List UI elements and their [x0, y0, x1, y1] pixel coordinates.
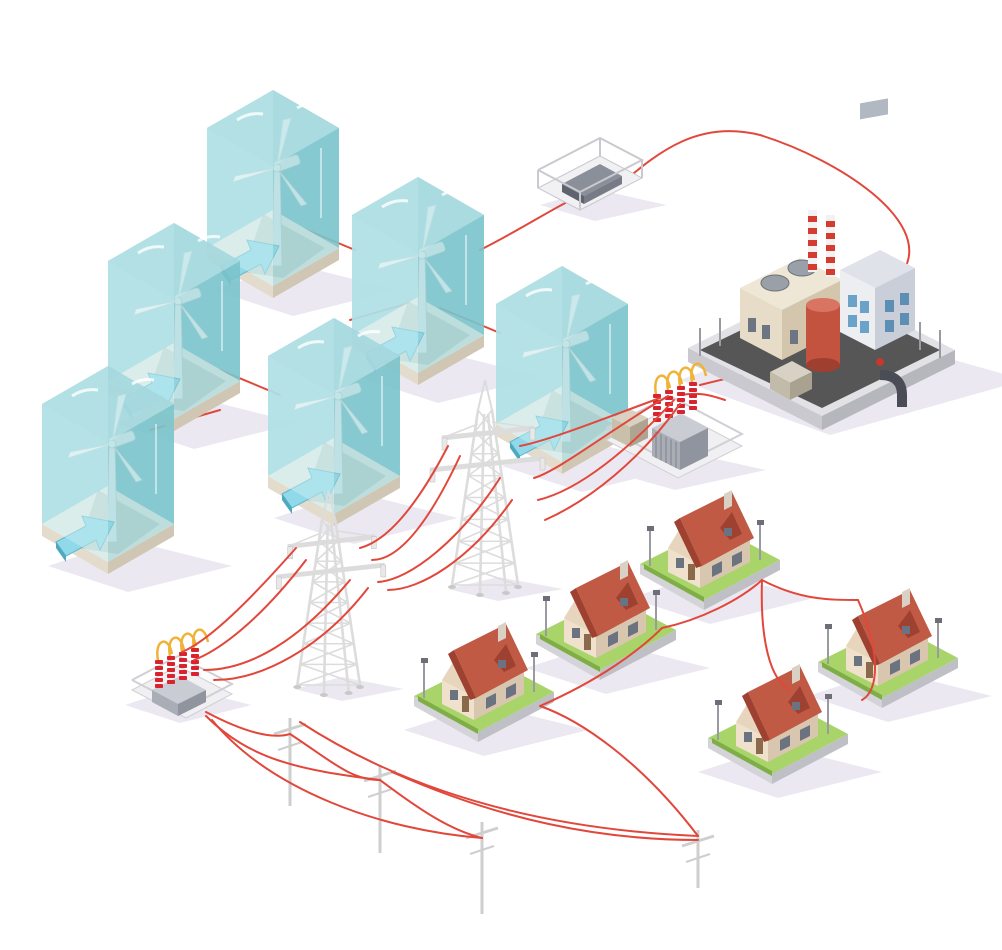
- power-cable: [205, 715, 381, 781]
- power-cable: [203, 579, 351, 671]
- power-cable: [205, 711, 291, 737]
- insulator: [155, 640, 174, 688]
- house-icon: [414, 622, 554, 742]
- wind-turbine-unit: [42, 366, 174, 574]
- power-cable: [760, 579, 791, 691]
- power-cable: [661, 579, 763, 629]
- power-cable: [479, 197, 576, 251]
- object-layer: [42, 90, 958, 914]
- power-cable: [213, 587, 369, 681]
- utility-pole-icon: [681, 830, 715, 888]
- house-icon: [536, 560, 676, 680]
- wind-turbine-unit: [207, 90, 339, 298]
- transmission-tower-icon: [429, 379, 546, 597]
- power-cable: [544, 403, 681, 521]
- house-icon: [708, 664, 848, 784]
- junction-box: [536, 136, 645, 211]
- wind-turbine-unit: [268, 318, 400, 526]
- power-cable: [619, 130, 911, 269]
- insulator: [167, 636, 186, 684]
- power-cable: [299, 721, 699, 837]
- power-cable: [359, 445, 449, 549]
- power-cable: [193, 559, 307, 661]
- power-cable: [289, 733, 381, 781]
- power-cable: [519, 397, 661, 447]
- power-cable: [537, 399, 675, 501]
- chimney: [826, 215, 835, 277]
- cable-layer-front: [181, 395, 877, 841]
- utility-pole-icon: [273, 718, 307, 806]
- power-cable: [377, 477, 501, 583]
- insulator: [179, 632, 198, 680]
- house-icon: [640, 490, 780, 610]
- power-cable: [181, 547, 297, 653]
- chimney: [808, 210, 817, 272]
- power-cable: [539, 627, 663, 707]
- power-cable: [391, 771, 699, 841]
- power-cable: [857, 599, 877, 701]
- power-cable: [371, 455, 461, 561]
- house-icon: [818, 588, 958, 708]
- power-cable: [387, 499, 513, 591]
- insulator: [689, 362, 708, 410]
- power-plant-icon: [688, 98, 955, 430]
- power-cable: [761, 579, 859, 601]
- power-cable: [211, 719, 483, 839]
- wind-turbine-unit: [496, 266, 628, 474]
- substation-icon: [130, 628, 235, 719]
- utility-pole-icon: [465, 822, 499, 914]
- power-cable: [379, 779, 483, 839]
- power-cable: [539, 705, 699, 837]
- power-cable: [679, 392, 726, 401]
- power-cable: [533, 395, 669, 479]
